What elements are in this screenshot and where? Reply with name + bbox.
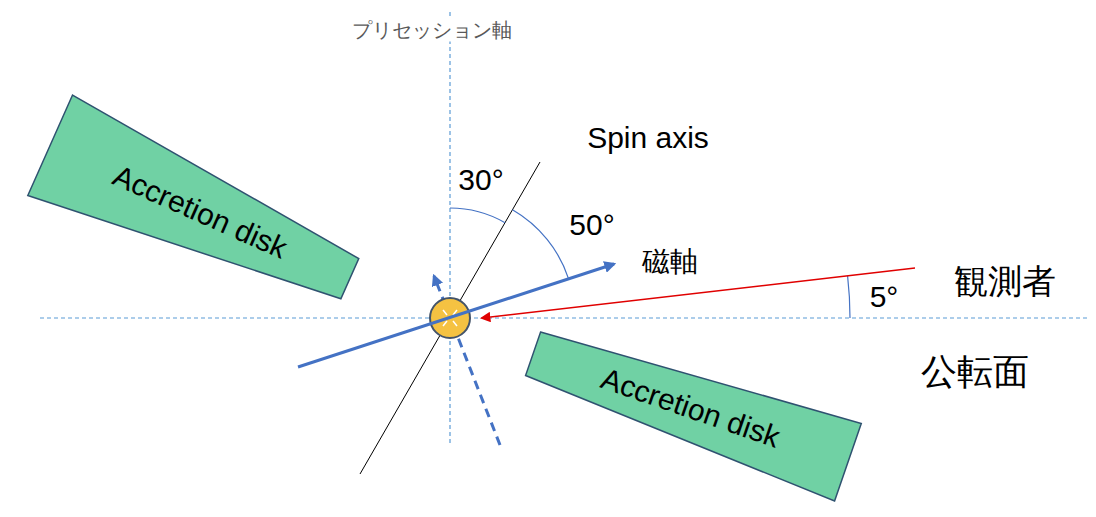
angle-arc (450, 208, 505, 223)
star-mark (443, 321, 447, 326)
axis-label: 磁軸 (640, 246, 700, 278)
star-mark (443, 310, 447, 315)
accretion-disk: Accretion disk (26, 94, 373, 331)
axis-label: プリセッション軸 (350, 19, 514, 42)
angle-arc (513, 210, 569, 280)
precession-axis (449, 12, 450, 445)
disk-shape (519, 315, 861, 501)
observer-label: 観測者 (952, 262, 1058, 301)
angle-label: 50° (567, 208, 616, 243)
star-mark (453, 321, 457, 326)
angle-arc (848, 276, 850, 318)
accretion-disk: Accretion disk (518, 314, 862, 502)
orbital-plane (40, 317, 1090, 318)
line-of-sight (482, 268, 915, 318)
axis-label: Spin axis (585, 121, 711, 156)
plane-label: 公転面 (919, 351, 1031, 392)
disk-shape (28, 95, 372, 329)
angle-label: 30° (456, 163, 505, 198)
angle-label: 5° (868, 280, 901, 315)
